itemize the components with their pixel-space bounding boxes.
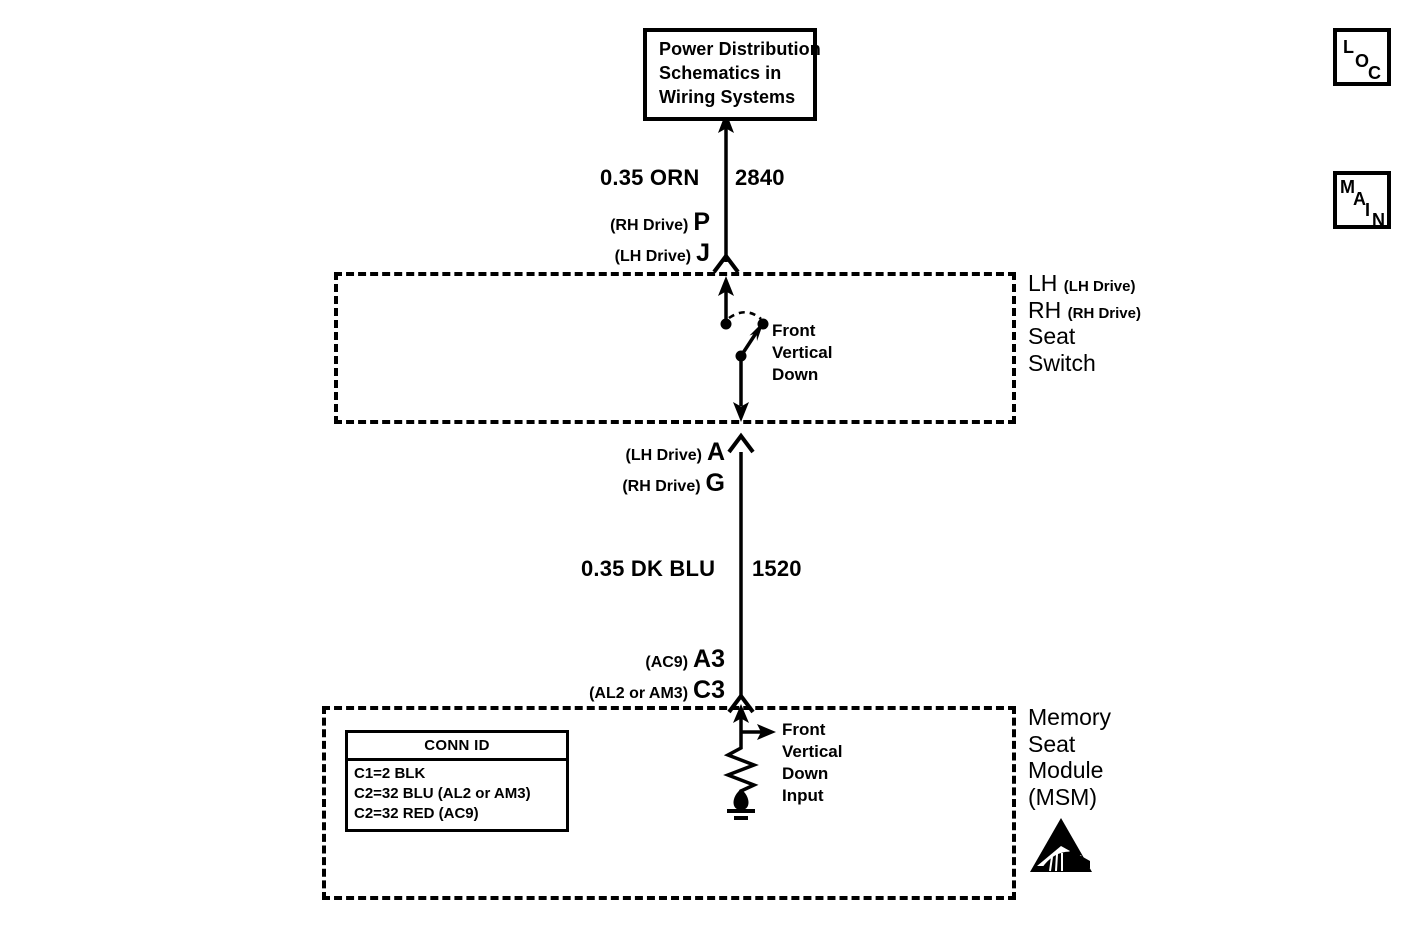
pin-qualifier: (RH Drive) xyxy=(622,478,701,495)
loc-reference-box[interactable]: L O C xyxy=(1333,28,1391,86)
connector-pin-row: (LH Drive) A xyxy=(535,438,725,467)
loc-letter-c: C xyxy=(1368,63,1381,83)
input-label-line-1: Front xyxy=(782,720,826,739)
seat-switch-top-connector-pins: (RH Drive) P (LH Drive) J xyxy=(520,208,710,268)
connector-chevron-switch-top xyxy=(712,252,740,274)
reference-line-1: Power Distribution xyxy=(659,39,821,59)
main-letter-a: A xyxy=(1353,189,1366,209)
memory-seat-module-boundary[interactable] xyxy=(322,706,1016,900)
pin-number: G xyxy=(705,469,725,497)
connector-pin-row: (LH Drive) J xyxy=(520,239,710,268)
reference-line-3: Wiring Systems xyxy=(659,86,796,107)
label-big: LH xyxy=(1028,270,1058,296)
pin-number: C3 xyxy=(693,676,725,704)
label-small: (LH Drive) xyxy=(1063,278,1136,295)
input-label-line-2: Vertical xyxy=(782,742,843,762)
input-label-line-3: Down xyxy=(782,764,829,784)
seat-switch-name-line-1: LH (LH Drive) xyxy=(1028,270,1141,297)
msm-connector-pins: (AC9) A3 (AL2 or AM3) C3 xyxy=(500,645,725,705)
pin-number: A3 xyxy=(693,645,725,673)
memory-seat-module-name-label: Memory Seat Module (MSM) xyxy=(1028,704,1111,811)
pin-number: J xyxy=(696,239,710,267)
conn-id-row: C2=32 BLU (AL2 or AM3) xyxy=(354,785,531,803)
pin-number: A xyxy=(706,438,725,466)
msm-name-line-1: Memory xyxy=(1028,704,1112,730)
conn-id-header: CONN ID xyxy=(348,733,566,761)
loc-letter-o: O xyxy=(1355,51,1370,71)
label-small: (RH Drive) xyxy=(1067,304,1141,322)
esd-sensitive-icon xyxy=(1030,818,1092,872)
pin-qualifier: (LH Drive) xyxy=(614,248,692,265)
input-label-line-4: Input xyxy=(782,786,824,806)
conn-id-row: C1=2 BLK xyxy=(354,765,426,782)
power-distribution-reference-box[interactable]: Power Distribution Schematics in Wiring … xyxy=(643,28,821,122)
switch-label-line-2: Vertical xyxy=(772,343,833,363)
conn-id-row: C2=32 RED (AC9) xyxy=(354,805,479,823)
seat-switch-name-line-4: Switch xyxy=(1028,350,1141,377)
msm-name-line-4: (MSM) xyxy=(1028,784,1097,811)
front-vertical-down-input-label: Front Vertical Down Input xyxy=(782,719,843,807)
seat-switch-name-line-2: RH (RH Drive) xyxy=(1028,297,1141,324)
pin-number: P xyxy=(693,208,710,236)
wire-1520-circuit-number: 1520 xyxy=(752,556,802,581)
main-letter-i: I xyxy=(1365,200,1371,220)
wire-2840-circuit-number: 2840 xyxy=(735,165,785,190)
connector-pin-row: (AL2 or AM3) C3 xyxy=(500,676,725,705)
label-big: Seat xyxy=(1028,323,1076,350)
label-big: Switch xyxy=(1028,350,1096,377)
wire-1520-gauge-color: 0.35 DK BLU xyxy=(581,556,716,581)
main-letter-n: N xyxy=(1372,210,1385,230)
wire-2840-gauge-color: 0.35 ORN xyxy=(600,165,700,190)
main-letter-m: M xyxy=(1340,177,1355,197)
pin-qualifier: (RH Drive) xyxy=(610,217,689,234)
switch-label-line-3: Down xyxy=(772,365,819,385)
loc-letter-l: L xyxy=(1343,37,1354,57)
front-vertical-down-switch-label: Front Vertical Down xyxy=(772,320,833,386)
reference-line-2: Schematics in xyxy=(659,62,782,83)
pin-qualifier: (AC9) xyxy=(645,654,689,671)
switch-label-line-1: Front xyxy=(772,321,816,340)
wire-2840-path xyxy=(718,112,734,262)
main-reference-box[interactable]: M A I N xyxy=(1333,171,1391,229)
conn-id-table[interactable]: CONN ID C1=2 BLK C2=32 BLU (AL2 or AM3) … xyxy=(345,730,569,833)
msm-name-line-3: Module xyxy=(1028,757,1104,784)
pin-qualifier: (LH Drive) xyxy=(625,447,702,464)
seat-switch-boundary[interactable] xyxy=(334,272,1016,424)
conn-id-body: C1=2 BLK C2=32 BLU (AL2 or AM3) C2=32 RE… xyxy=(348,761,566,829)
label-big: RH xyxy=(1028,296,1062,323)
pin-qualifier: (AL2 or AM3) xyxy=(589,685,689,702)
connector-pin-row: (RH Drive) P xyxy=(520,208,710,237)
seat-switch-name-line-3: Seat xyxy=(1028,323,1141,350)
msm-name-line-2: Seat xyxy=(1028,730,1076,757)
connector-pin-row: (RH Drive) G xyxy=(535,469,725,498)
connector-chevron-switch-bottom xyxy=(727,432,755,454)
connector-pin-row: (AC9) A3 xyxy=(500,645,725,674)
seat-switch-name-label: LH (LH Drive) RH (RH Drive) Seat Switch xyxy=(1028,270,1141,377)
seat-switch-bottom-connector-pins: (LH Drive) A (RH Drive) G xyxy=(535,438,725,498)
